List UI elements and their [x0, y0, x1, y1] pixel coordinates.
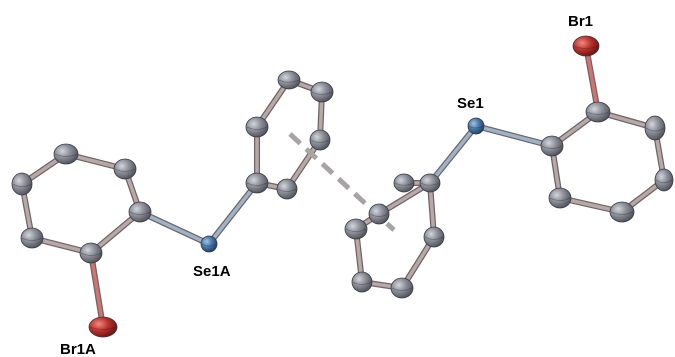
atom-br1a — [88, 316, 118, 338]
atom-c8 — [393, 173, 415, 193]
label-se1: Se1 — [457, 95, 484, 112]
atom-axis-line — [394, 182, 414, 186]
label-br1: Br1 — [568, 13, 593, 30]
atom-axis-line — [21, 237, 43, 241]
atom-br1 — [572, 35, 600, 57]
label-se1a: Se1A — [193, 263, 231, 280]
atom-c9 — [423, 226, 445, 248]
atom-axis-line — [201, 243, 217, 247]
atom-c1 — [585, 101, 611, 123]
atom-axis-line — [311, 91, 333, 95]
atom-c19 — [245, 116, 269, 138]
atom-axis-line — [655, 179, 673, 184]
atom-axis-line — [278, 79, 300, 83]
atom-c18 — [245, 172, 269, 194]
atom-c13 — [368, 203, 390, 225]
atom-axis-line — [246, 182, 268, 186]
bonds-layer — [19, 43, 667, 330]
atom-c2 — [644, 115, 666, 141]
atom-axis-line — [391, 287, 413, 291]
bond-highlight — [207, 181, 259, 246]
atom-c16 — [309, 129, 331, 151]
atom-c7 — [419, 173, 441, 193]
atom-axis-line — [129, 211, 151, 215]
atom-c21 — [113, 158, 137, 180]
label-br1a: Br1A — [60, 341, 96, 357]
atom-axis-line — [549, 197, 571, 201]
atom-c22 — [53, 143, 79, 165]
atom-c24 — [20, 227, 44, 249]
atom-axis-line — [246, 126, 268, 130]
atom-c14 — [277, 70, 301, 90]
atom-axis-line — [310, 139, 330, 143]
atom-c17 — [276, 178, 298, 200]
atom-axis-line — [345, 228, 367, 232]
atom-axis-line — [89, 326, 117, 330]
atom-c3 — [654, 168, 674, 192]
atom-axis-line — [573, 45, 599, 49]
atom-se1 — [467, 117, 485, 135]
atom-axis-line — [369, 213, 389, 217]
atom-axis-line — [424, 236, 444, 240]
atom-axis-line — [610, 211, 634, 215]
atom-se1a — [200, 235, 218, 253]
atom-c15 — [310, 81, 334, 103]
atom-axis-line — [541, 145, 563, 149]
bond-highlight — [138, 210, 211, 246]
atom-axis-line — [80, 252, 102, 256]
atom-axis-line — [420, 182, 440, 186]
atom-c6 — [540, 135, 564, 157]
atom-c11 — [351, 271, 373, 293]
atom-axis-line — [586, 111, 610, 115]
atom-axis-line — [352, 281, 372, 285]
bond-highlight — [428, 124, 478, 185]
atom-c4 — [609, 201, 635, 223]
atom-axis-line — [12, 183, 32, 188]
bond-highlight — [89, 251, 105, 329]
atom-c10 — [390, 277, 414, 299]
atom-c25 — [79, 242, 103, 264]
atoms-layer — [11, 35, 674, 338]
atom-c12 — [344, 218, 368, 240]
atom-c23 — [11, 172, 33, 196]
atom-axis-line — [645, 127, 665, 132]
bond-highlight — [474, 124, 554, 148]
atom-axis-line — [468, 125, 484, 129]
atom-axis-line — [277, 188, 297, 192]
atom-c5 — [548, 187, 572, 209]
atom-c20 — [128, 201, 152, 223]
bond-highlight — [584, 44, 600, 114]
atom-axis-line — [114, 168, 136, 172]
atom-axis-line — [54, 153, 78, 157]
